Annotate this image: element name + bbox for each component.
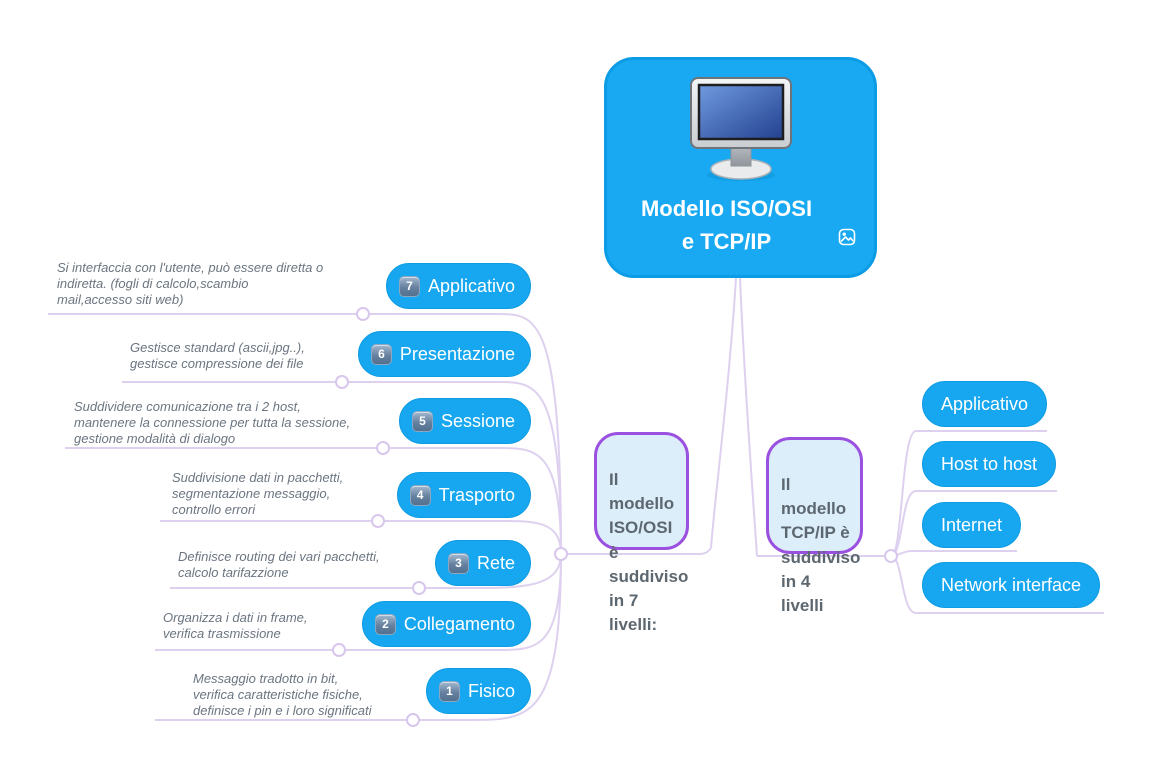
collapse-knob[interactable] — [554, 547, 568, 561]
desktop-computer-icon — [689, 77, 792, 181]
tcp-layer-host-to-host-node[interactable]: Host to host — [922, 441, 1057, 487]
osi-layer-1-note[interactable]: Messaggio tradotto in bit, verifica cara… — [193, 671, 372, 718]
layer-label: Fisico — [467, 680, 515, 701]
osi-layer-5-note[interactable]: Suddividere comunicazione tra i 2 host, … — [74, 399, 351, 446]
osi-layer-3-note[interactable]: Definisce routing dei vari pacchetti, ca… — [178, 549, 380, 580]
layer-label: Rete — [476, 552, 515, 573]
osi-layer-2-note[interactable]: Organizza i dati in frame, verifica tras… — [163, 610, 308, 641]
layer-number-badge: 6 — [370, 343, 392, 365]
iso-topic-text: Il modello ISO/OSI è suddiviso in 7 live… — [609, 470, 689, 634]
layer-label: Applicativo — [427, 275, 515, 296]
branch-line — [890, 550, 1017, 557]
collapse-knob[interactable] — [406, 713, 420, 727]
osi-layer-7-node[interactable]: 7 Applicativo — [385, 263, 531, 309]
root-node[interactable]: Modello ISO/OSI e TCP/IP — [604, 57, 877, 278]
image-attachment-icon[interactable] — [838, 228, 856, 246]
collapse-knob[interactable] — [335, 375, 349, 389]
tcp-topic-node[interactable]: Il modello TCP/IP è suddiviso in 4 livel… — [766, 437, 863, 615]
tcp-layer-network-interface-node[interactable]: Network interface — [922, 562, 1101, 608]
osi-layer-6-node[interactable]: 6 Presentazione — [357, 331, 531, 377]
tcp-layer-internet-node[interactable]: Internet — [922, 502, 1022, 548]
layer-label: Sessione — [440, 410, 515, 431]
osi-layer-3-node[interactable]: 3 Rete — [434, 540, 531, 586]
osi-layer-6-note[interactable]: Gestisce standard (ascii,jpg..), gestisc… — [130, 340, 305, 371]
osi-layer-4-note[interactable]: Suddivisione dati in pacchetti, segmenta… — [172, 470, 344, 517]
layer-label: Internet — [941, 514, 1003, 535]
collapse-knob[interactable] — [376, 441, 390, 455]
root-title: Modello ISO/OSI e TCP/IP — [640, 196, 813, 254]
branch-line — [739, 277, 758, 557]
layer-label: Network interface — [941, 574, 1082, 595]
collapse-knob[interactable] — [371, 514, 385, 528]
layer-number-badge: 4 — [409, 484, 431, 506]
tcp-layer-applicativo-node[interactable]: Applicativo — [922, 381, 1048, 427]
layer-number-badge: 3 — [447, 552, 469, 574]
layer-label: Collegamento — [403, 613, 515, 634]
layer-label: Trasporto — [438, 484, 515, 505]
collapse-knob[interactable] — [884, 549, 898, 563]
layer-number-badge: 7 — [398, 275, 420, 297]
collapse-knob[interactable] — [412, 581, 426, 595]
layer-label: Presentazione — [399, 343, 515, 364]
osi-layer-7-note[interactable]: Si interfaccia con l'utente, può essere … — [57, 260, 324, 307]
collapse-knob[interactable] — [332, 643, 346, 657]
osi-layer-4-node[interactable]: 4 Trasporto — [396, 472, 531, 518]
layer-label: Host to host — [941, 453, 1038, 474]
osi-layer-2-node[interactable]: 2 Collegamento — [361, 601, 531, 647]
iso-topic-node[interactable]: Il modello ISO/OSI è suddiviso in 7 live… — [594, 432, 689, 634]
layer-number-badge: 2 — [374, 613, 396, 635]
layer-number-badge: 5 — [411, 410, 433, 432]
tcp-topic-text: Il modello TCP/IP è suddiviso in 4 livel… — [781, 475, 861, 615]
layer-number-badge: 1 — [438, 680, 460, 702]
layer-label: Applicativo — [941, 393, 1029, 414]
osi-layer-5-node[interactable]: 5 Sessione — [398, 398, 531, 444]
osi-layer-1-node[interactable]: 1 Fisico — [425, 668, 531, 714]
collapse-knob[interactable] — [356, 307, 370, 321]
branch-line — [710, 277, 737, 549]
